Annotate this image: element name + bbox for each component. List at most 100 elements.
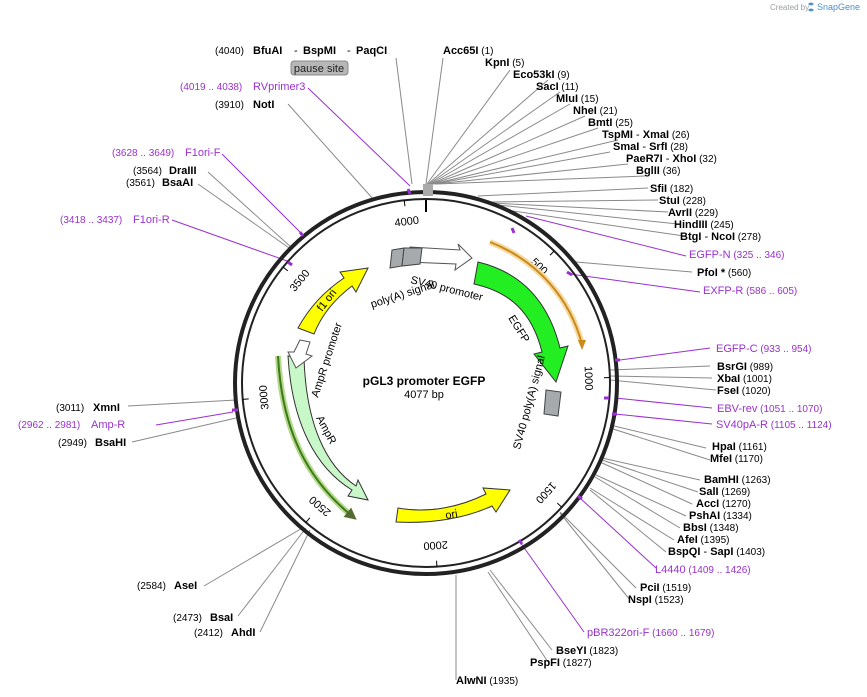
backbone-inner-strand [241, 198, 611, 568]
map-size: 4077 bp [404, 389, 444, 401]
site-sali[interactable]: SalI (1269) [699, 486, 750, 498]
pause-site-badge[interactable]: pause site [290, 60, 349, 76]
snapgene-credit: Created by SnapGene [770, 2, 860, 12]
right-primer-labels: EGFP-N (325 .. 346) EXFP-R (586 .. 605) EG… [587, 249, 832, 639]
ori-label: ori [444, 508, 458, 522]
sv40-polya-block[interactable] [543, 389, 562, 417]
site-pspfi[interactable]: PspFI (1827) [530, 657, 592, 669]
site-label: HpaI (1161) [712, 441, 767, 453]
site-pshai[interactable]: PshAI (1334) [689, 510, 752, 522]
site-bbsi[interactable]: BbsI (1348) [683, 522, 739, 534]
primer-egfp-n[interactable]: EGFP-N (325 .. 346) [689, 249, 784, 261]
site-label: KpnI (5) [485, 57, 524, 69]
primer-l4440[interactable]: L4440 (1409 .. 1426) [655, 564, 751, 576]
site-label: BtgI - NcoI (278) [680, 231, 761, 243]
egfp-arrow[interactable] [473, 261, 569, 384]
site-mfei[interactable]: MfeI (1170) [710, 453, 763, 465]
site-label: NheI (21) [573, 105, 617, 117]
site-label: AfeI (1395) [677, 534, 729, 546]
site-hpai[interactable]: HpaI (1161) [712, 441, 767, 453]
site-asei[interactable]: (2584) AseI [137, 580, 197, 592]
site-eco53ki[interactable]: Eco53kI (9) [513, 69, 570, 81]
site-pcii[interactable]: PciI (1519) [640, 582, 691, 594]
primer-sv40pa-r[interactable]: SV40pA-R (1105 .. 1124) [716, 419, 832, 431]
site-paer7i[interactable]: PaeR7I - XhoI (32) [626, 153, 717, 165]
site-acc65i[interactable]: Acc65I (1) [443, 45, 493, 57]
site-position: (3910) [215, 100, 244, 111]
f1-ori-arrow[interactable] [297, 267, 369, 335]
site-stui[interactable]: StuI (228) [659, 195, 706, 207]
site-saci[interactable]: SacI (11) [536, 81, 578, 93]
site-bsai[interactable]: (2473) BsaI [173, 612, 233, 624]
primer-leader-lines [155, 87, 713, 633]
primer-f1ori-f[interactable]: (3628 .. 3649) F1ori-F [112, 147, 221, 159]
site-alwni[interactable]: AlwNI (1935) [456, 675, 518, 687]
snapgene-logo-icon [808, 2, 814, 12]
site-position: (2473) [173, 613, 202, 624]
primer-amp-r[interactable]: (2962 .. 2981) Amp-R [18, 419, 125, 431]
site-mlui[interactable]: MluI (15) [556, 93, 599, 105]
site-label: BseYI (1823) [556, 645, 618, 657]
site-label: PciI (1519) [640, 582, 691, 594]
egfp-orf-arc [489, 241, 583, 345]
site-tspmi[interactable]: TspMI - XmaI (26) [602, 129, 690, 141]
primer-rvprimer3[interactable]: (4019 .. 4038) RVprimer3 [180, 81, 305, 93]
site-bsaai[interactable]: (3561) BsaAI [126, 177, 193, 189]
primer-pbr322ori-f[interactable]: pBR322ori-F (1660 .. 1679) [587, 627, 714, 639]
site-acci[interactable]: AccI (1270) [696, 498, 751, 510]
primer-egfp-c[interactable]: EGFP-C (933 .. 954) [716, 343, 811, 355]
site-label: SmaI - SrfI (28) [613, 141, 688, 153]
site-label: BspQI - SapI (1403) [668, 546, 765, 558]
site-label: BbsI (1348) [683, 522, 739, 534]
site-label: BmtI (25) [588, 117, 633, 129]
primer-f1ori-r[interactable]: (3418 .. 3437) F1ori-R [60, 214, 170, 226]
site-hindiii[interactable]: HindIII (245) [674, 219, 734, 231]
ring-tick-mark [242, 398, 249, 400]
site-label: Eco53kI (9) [513, 69, 570, 81]
primer-ebv-rev[interactable]: EBV-rev (1051 .. 1070) [717, 403, 822, 415]
site-kpni[interactable]: KpnI (5) [485, 57, 524, 69]
site-bspqi[interactable]: BspQI - SapI (1403) [668, 546, 765, 558]
ring-tick-label: 3000 [257, 385, 271, 410]
ampr-arrow[interactable] [287, 355, 369, 501]
site-pfoi[interactable]: PfoI * (560) [697, 267, 751, 279]
site-name: XmnI [93, 402, 120, 414]
snapgene-brand: SnapGene [817, 2, 860, 12]
site-bsrgi[interactable]: BsrGI (989) [717, 361, 773, 373]
site-fsei[interactable]: FseI (1020) [717, 385, 771, 397]
ampr-promoter-arrow[interactable] [287, 339, 314, 369]
primer-label: EGFP-C (933 .. 954) [716, 343, 811, 355]
site-avrii[interactable]: AvrII (229) [668, 207, 718, 219]
site-bglii[interactable]: BglII (36) [636, 165, 680, 177]
ring-tick-mark [403, 200, 406, 207]
site-bfuai-group[interactable]: (4040) BfuAI - BspMI - PaqCI [215, 45, 387, 57]
primer-label: EBV-rev (1051 .. 1070) [717, 403, 822, 415]
primer-name: F1ori-R [133, 214, 170, 226]
site-name: BsaAI [162, 177, 193, 189]
site-xmni[interactable]: (3011) XmnI [56, 402, 120, 414]
site-name: BsaHI [95, 437, 126, 449]
site-bamhi[interactable]: BamHI (1263) [704, 474, 771, 486]
site-draiii[interactable]: (3564) DraIII [133, 165, 197, 177]
site-bmti[interactable]: BmtI (25) [588, 117, 633, 129]
ring-tick-label: 1000 [582, 366, 595, 391]
site-bsahi[interactable]: (2949) BsaHI [58, 437, 126, 449]
site-btgi[interactable]: BtgI - NcoI (278) [680, 231, 761, 243]
svg-text:-: - [294, 45, 298, 57]
site-afei[interactable]: AfeI (1395) [677, 534, 729, 546]
site-noti[interactable]: (3910) NotI [215, 99, 274, 111]
ring-tick-label: 4000 [394, 215, 420, 230]
site-ahdi[interactable]: (2412) AhdI [194, 627, 255, 639]
primer-label: EGFP-N (325 .. 346) [689, 249, 784, 261]
ori-arrow[interactable] [395, 487, 511, 523]
primer-name: F1ori-F [185, 147, 221, 159]
site-smai[interactable]: SmaI - SrfI (28) [613, 141, 688, 153]
polya-signal-block-b[interactable] [401, 247, 423, 267]
primer-exfp-r[interactable]: EXFP-R (586 .. 605) [703, 285, 797, 297]
site-sfii[interactable]: SfiI (182) [650, 183, 693, 195]
site-nspi[interactable]: NspI (1523) [628, 594, 684, 606]
site-xbai[interactable]: XbaI (1001) [717, 373, 772, 385]
site-nhei[interactable]: NheI (21) [573, 105, 617, 117]
site-label: BglII (36) [636, 165, 680, 177]
site-bseyi[interactable]: BseYI (1823) [556, 645, 618, 657]
